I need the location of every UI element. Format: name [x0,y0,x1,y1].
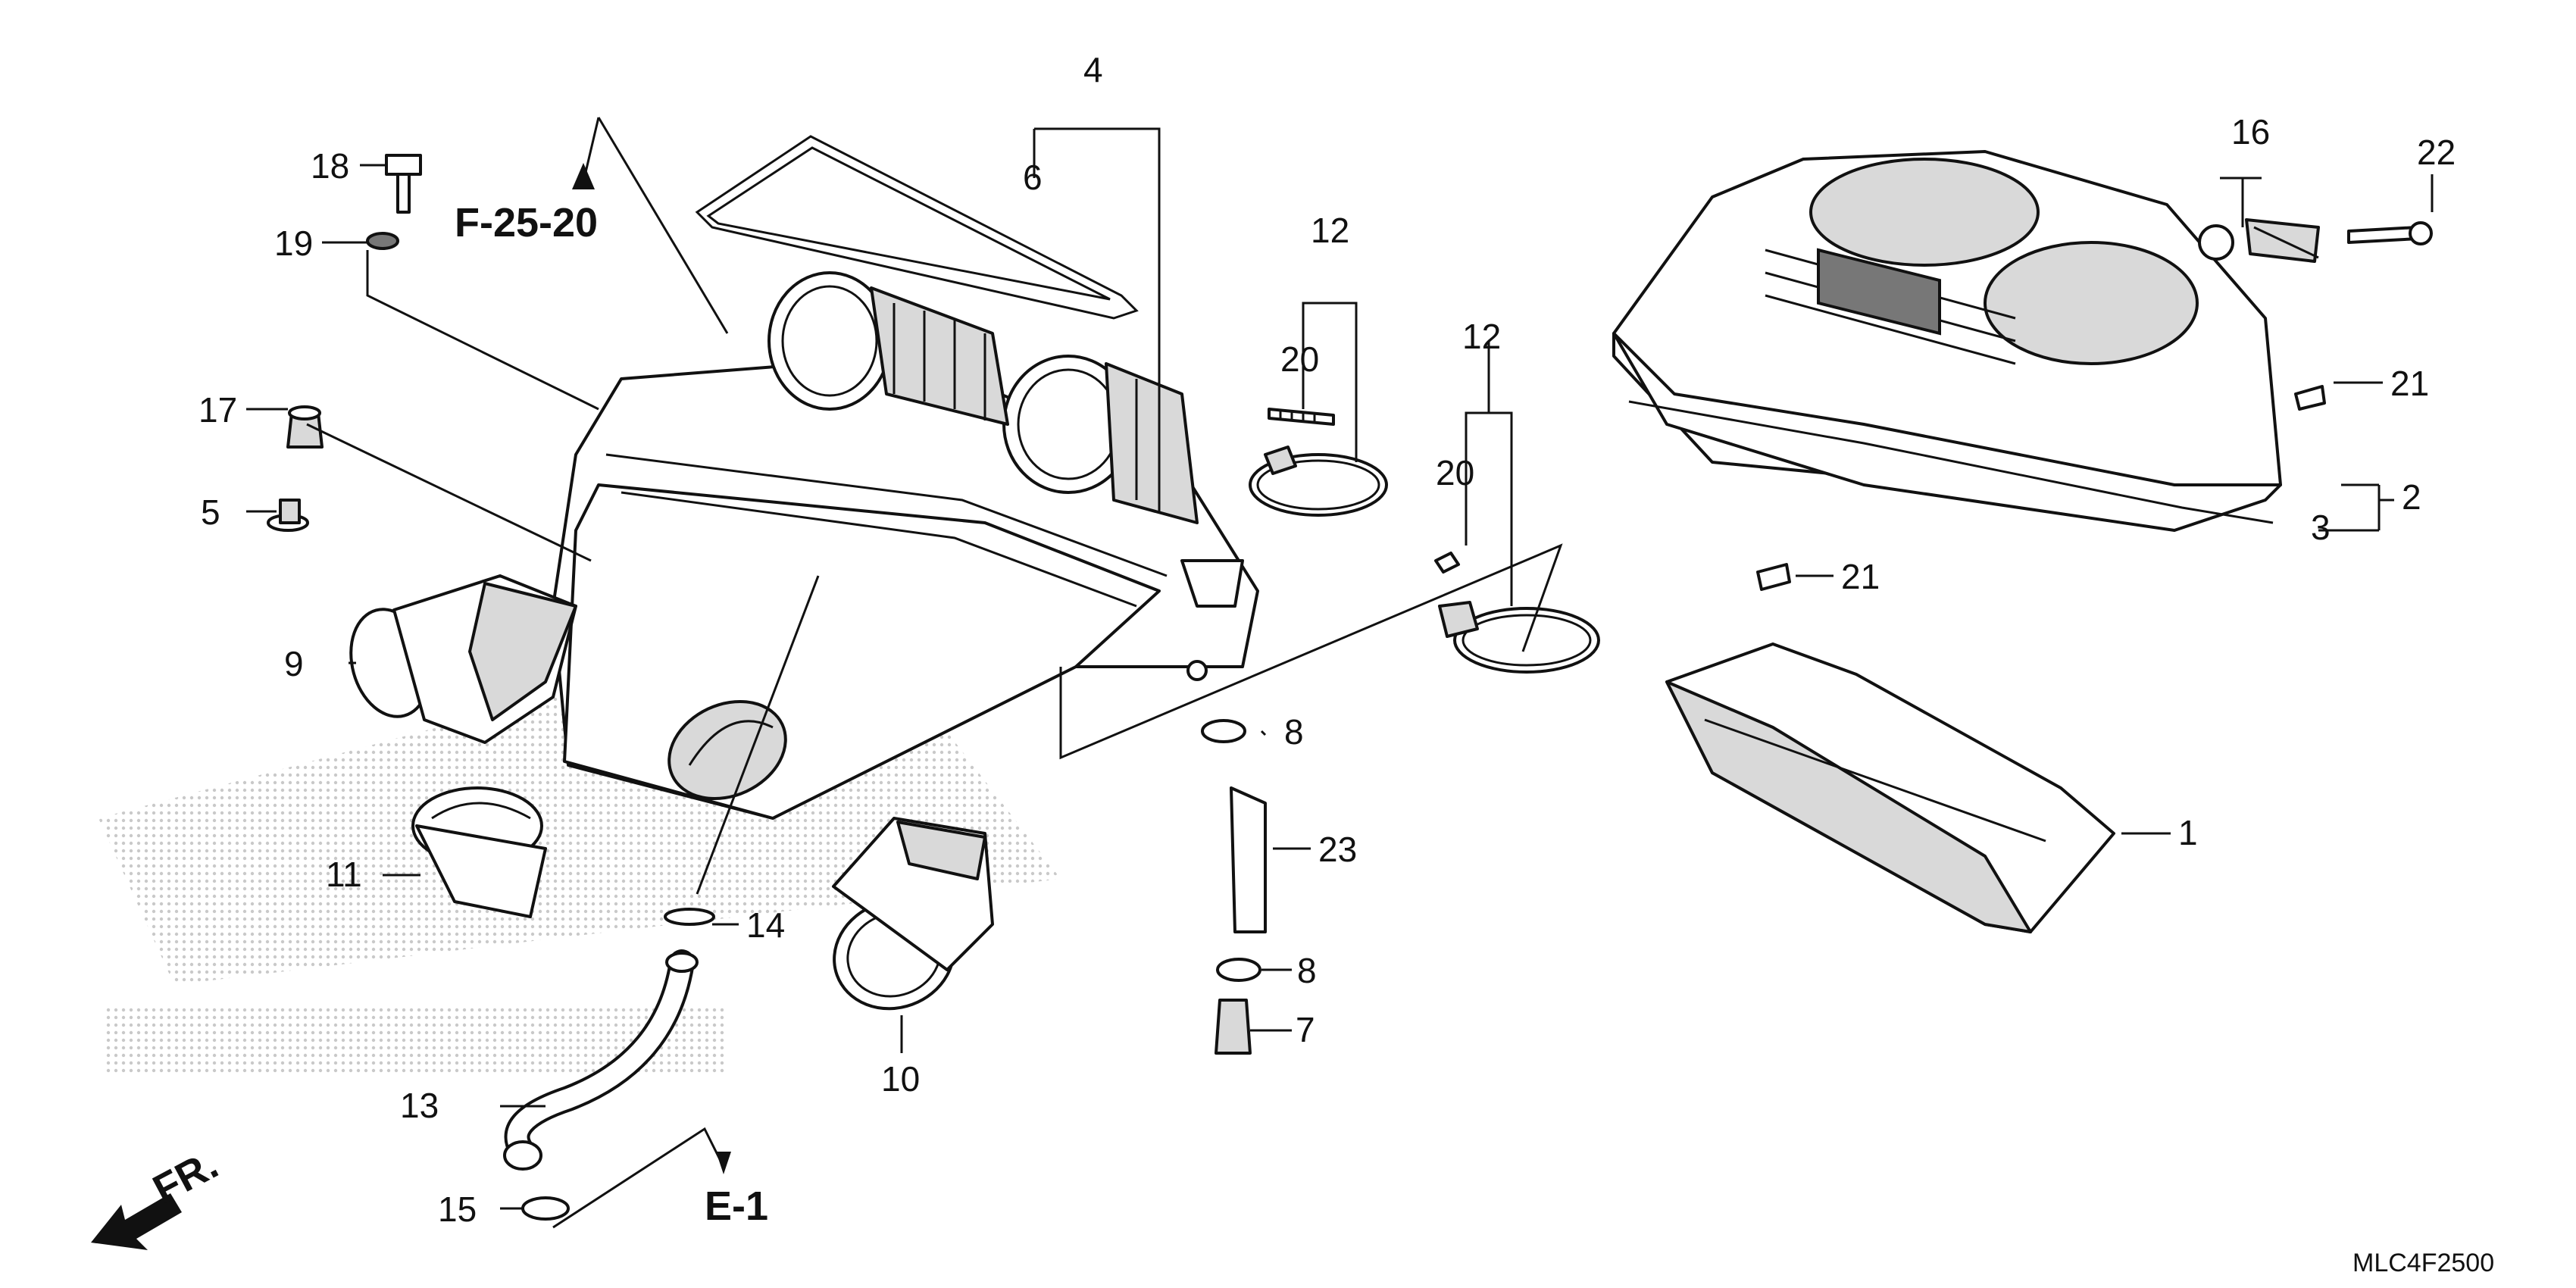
part-6-gasket [695,135,1139,320]
callout-20-lower: 20 [1436,453,1474,492]
part-22-bolt [2347,221,2433,245]
part-13-drain-hose [503,949,699,1171]
callout-8-lower: 8 [1297,951,1317,990]
callout-10: 10 [881,1059,920,1099]
reference-f-25-20: F-25-20 [455,200,598,245]
callout-2: 2 [2402,477,2421,517]
callout-6: 6 [1023,158,1043,197]
part-16-sensor [2198,218,2320,263]
part-20-screw-lower [1434,552,1460,574]
callout-3: 3 [2311,508,2331,547]
callout-21-upper: 21 [2390,364,2429,403]
callout-19: 19 [274,224,313,263]
part-18-bolt [385,154,422,214]
callout-21-lower: 21 [1841,557,1880,596]
callout-15: 15 [438,1190,477,1229]
part-20-screw-upper [1268,408,1335,426]
callout-1: 1 [2178,813,2198,852]
part-8-clip-upper [1201,719,1246,743]
callout-9: 9 [284,644,304,683]
callout-labels: 1 2 3 4 5 6 7 8 8 9 10 11 12 12 13 14 15… [199,50,2456,1229]
part-17-grommet [286,405,324,449]
part-14-hose-clip [664,908,715,926]
part-8-clip-lower [1216,958,1261,982]
callout-14: 14 [746,905,785,945]
callout-13: 13 [400,1086,439,1125]
part-21-screw-upper [2294,385,2326,411]
part-11-duct-cap [411,786,547,918]
drawing-code: MLC4F2500 [2352,1249,2494,1277]
part-12-clamp-upper [1249,445,1388,517]
leader-lines [246,117,2434,1229]
callout-23: 23 [1318,830,1357,869]
part-12-clamp-lower [1438,601,1600,674]
arrowheads [572,163,731,1174]
callout-4: 4 [1083,50,1103,89]
callout-22: 22 [2417,133,2456,172]
part-3-cover-seal [1628,400,2274,524]
callout-12-upper: 12 [1311,211,1349,250]
part-2-cleaner-cover [1612,150,2282,532]
callout-20-upper: 20 [1280,339,1319,379]
front-direction-arrow-icon: FR. [91,1142,225,1250]
callout-5: 5 [201,492,220,532]
callout-8-upper: 8 [1284,712,1304,752]
part-21-screw-lower [1756,563,1791,591]
callout-16: 16 [2231,112,2270,152]
callout-18: 18 [311,146,349,186]
callout-12-lower: 12 [1462,317,1501,356]
callout-7: 7 [1296,1010,1315,1049]
callout-11: 11 [326,855,362,894]
part-19-washer [366,232,399,250]
air-cleaner-housing [552,271,1259,820]
part-15-hose-clamp [521,1196,570,1221]
reference-e-1: E-1 [705,1183,768,1229]
part-9-intake-duct [349,574,577,744]
callout-17: 17 [199,390,237,430]
part-10-intake-boot [832,817,994,1011]
part-23-breather-tube [1230,786,1267,933]
part-7-plug [1215,999,1252,1055]
part-5-collar [267,499,309,532]
part-1-housing-lower [1665,642,2115,933]
